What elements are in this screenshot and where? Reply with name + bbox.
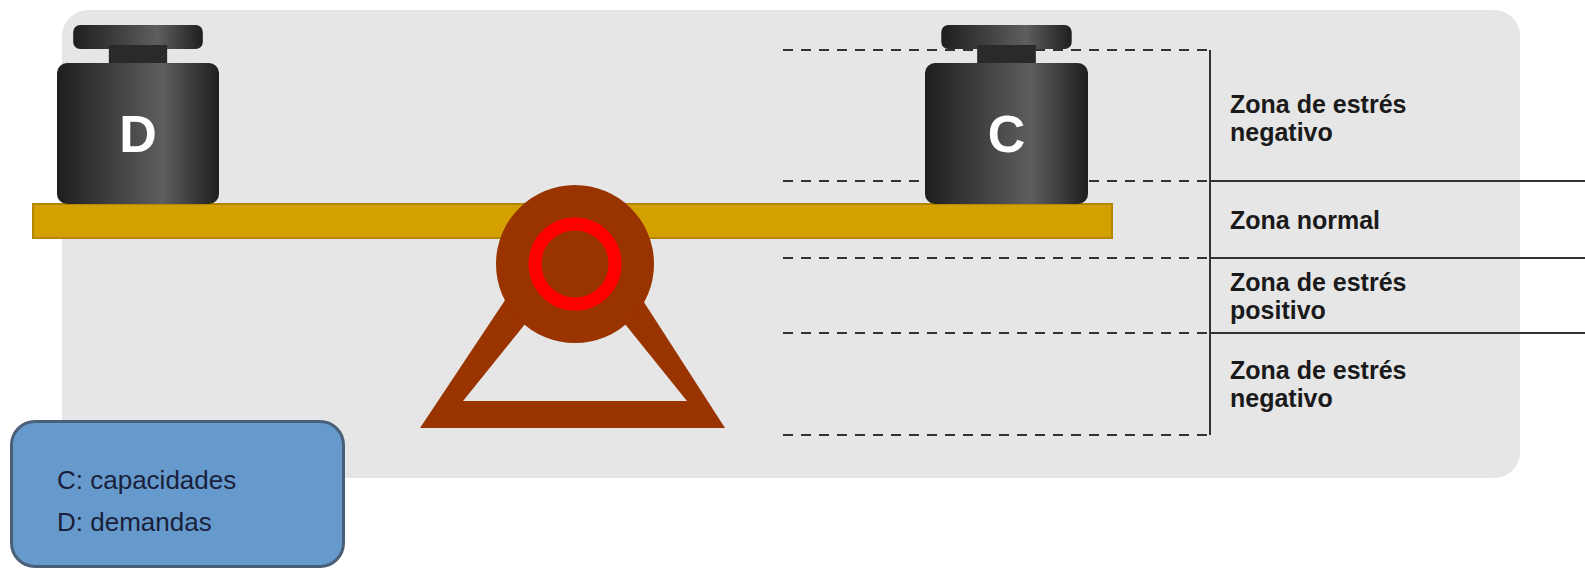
weight: D — [57, 25, 219, 204]
zone-label: Zona de estrés positivo — [1230, 268, 1445, 324]
fulcrum — [420, 185, 725, 428]
zone-label: Zona de estrés negativo — [1230, 356, 1445, 412]
weight-letter: C — [925, 63, 1088, 204]
legend-text: C: capacidades — [57, 459, 312, 501]
zone-label: Zona normal — [1230, 206, 1445, 234]
legend-text: D: demandas — [57, 501, 312, 543]
legend-box: C: capacidadesD: demandas — [10, 420, 345, 568]
background-panel — [62, 10, 1520, 478]
zone-label: Zona de estrés negativo — [1230, 90, 1445, 146]
weight-letter: D — [57, 63, 219, 204]
weight: C — [925, 25, 1088, 204]
zone-lines — [783, 50, 1585, 435]
